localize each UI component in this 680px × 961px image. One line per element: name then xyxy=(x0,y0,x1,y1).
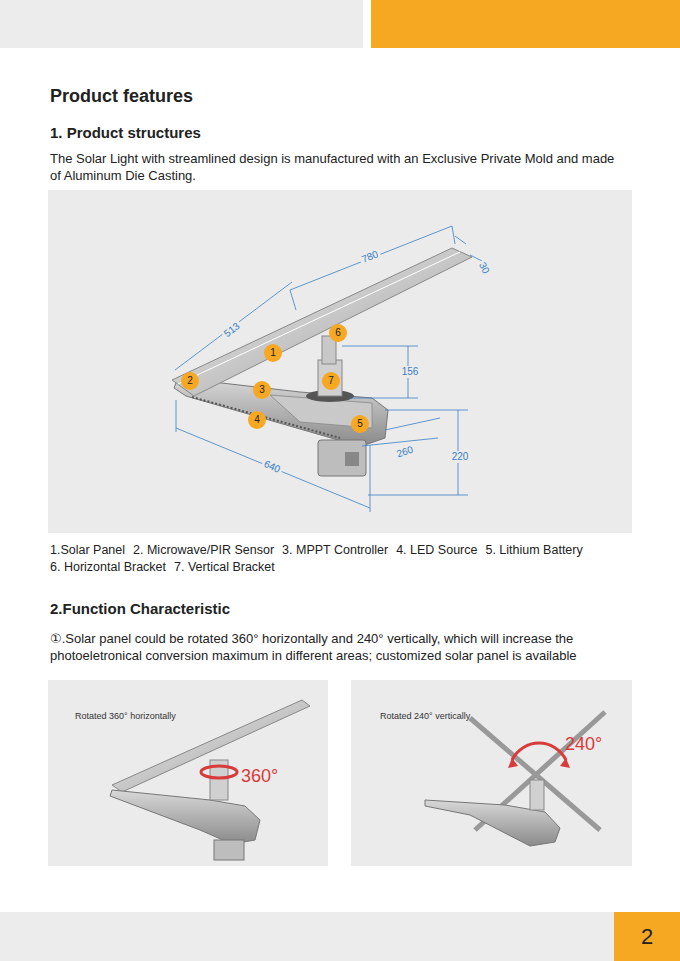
part-name: 2. Microwave/PIR Sensor xyxy=(133,543,274,558)
part-name: 1.Solar Panel xyxy=(50,543,125,558)
angle-label: 240° xyxy=(565,734,602,755)
callout-number: 6 xyxy=(330,327,346,339)
callout-number: 7 xyxy=(323,375,339,387)
part-name: 6. Horizontal Bracket xyxy=(50,560,166,575)
parts-list: 1.Solar Panel 2. Microwave/PIR Sensor 3. M… xyxy=(50,543,650,575)
part-name: 5. Lithium Battery xyxy=(485,543,582,558)
section-heading: 1. Product structures xyxy=(50,124,201,141)
dimension-label: 156 xyxy=(400,366,421,378)
dimension-label: 220 xyxy=(450,451,471,463)
page-number: 2 xyxy=(641,924,653,950)
callout-number: 5 xyxy=(352,418,368,430)
callout-number: 1 xyxy=(265,347,281,359)
part-name: 7. Vertical Bracket xyxy=(174,560,275,575)
callout-number: 4 xyxy=(249,414,265,426)
part-name: 3. MPPT Controller xyxy=(282,543,388,558)
section-heading: 2.Function Characteristic xyxy=(50,600,230,617)
feature-text: ①.Solar panel could be rotated 360° hori… xyxy=(50,630,645,664)
callout-number: 3 xyxy=(254,384,270,396)
image-caption: Rotated 240° vertically xyxy=(380,711,470,721)
angle-label: 360° xyxy=(241,766,278,787)
callout-number: 2 xyxy=(182,375,198,387)
page-heading: Product features xyxy=(50,86,193,107)
part-name: 4. LED Source xyxy=(396,543,477,558)
image-caption: Rotated 360° horizontally xyxy=(75,711,176,721)
description-text: The Solar Light with streamlined design … xyxy=(50,150,625,184)
